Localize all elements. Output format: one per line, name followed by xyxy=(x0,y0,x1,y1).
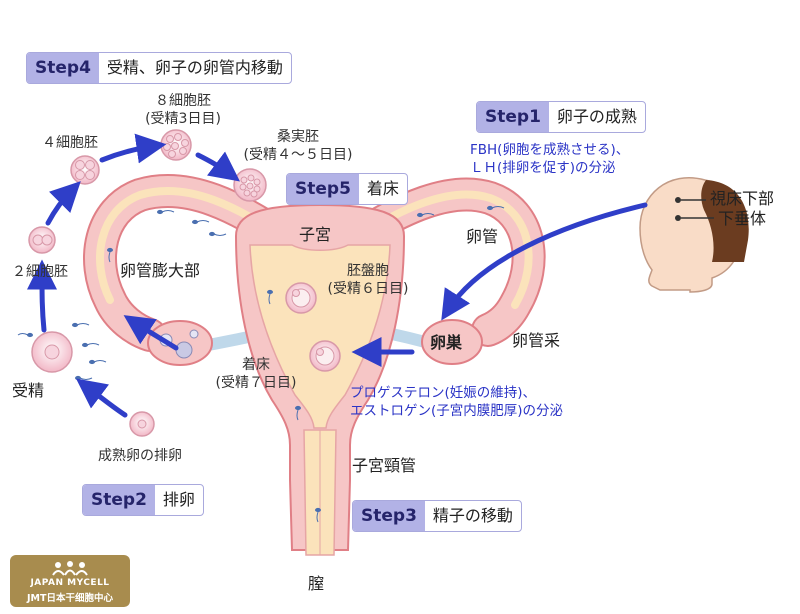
logo-line2: JMT日本干细胞中心 xyxy=(27,593,113,604)
zygote-cell xyxy=(31,331,73,373)
process-arrows xyxy=(27,133,648,418)
fallopian-tube-label: 卵管 xyxy=(466,227,499,246)
implantation-label: 着床(受精７日目) xyxy=(215,357,297,391)
implanted-embryo xyxy=(309,340,341,372)
step4-text: 受精、卵子の卵管内移動 xyxy=(106,58,283,77)
fimbria-label: 卵管采 xyxy=(512,331,561,350)
ovary-label: 卵巣 xyxy=(430,333,463,352)
fertilization-label: 受精 xyxy=(12,381,45,400)
four-cell-label: ４細胞胚 xyxy=(42,135,98,151)
step1-tag: Step1 xyxy=(477,102,549,132)
step4-tag: Step4 xyxy=(27,53,99,83)
uterus xyxy=(234,203,406,556)
step1-box: Step1 卵子の成熟 xyxy=(476,101,646,133)
step1-text: 卵子の成熟 xyxy=(556,107,637,126)
step4-box: Step4 受精、卵子の卵管内移動 xyxy=(26,52,292,84)
jmt-logo: JAPAN MYCELL JMT日本干细胞中心 xyxy=(10,555,130,607)
step2-tag: Step2 xyxy=(83,485,155,515)
step2-text: 排卵 xyxy=(162,490,195,509)
blastocyst-label: 胚盤胞(受精６日目) xyxy=(327,263,409,297)
hormone-ovary-label: プロゲステロン(妊娠の維持)、エストロゲン(子宮内膜肥厚)の分泌 xyxy=(350,385,564,419)
logo-line1: JAPAN MYCELL xyxy=(30,578,110,588)
cervix-label: 子宮頸管 xyxy=(352,456,417,475)
morula-label: 桑実胚(受精４～５日目) xyxy=(243,129,353,163)
blastocyst xyxy=(285,282,317,314)
left-ovary xyxy=(147,320,213,366)
eight-cell-label: ８細胞胚(受精3日目) xyxy=(145,93,221,127)
head-illustration xyxy=(639,177,749,293)
four-cell-embryo xyxy=(70,155,100,185)
step3-tag: Step3 xyxy=(353,501,425,531)
morula-embryo xyxy=(233,168,267,202)
sperm-cells xyxy=(17,205,505,523)
logo-icon xyxy=(52,561,88,576)
hormone-pituitary-label: FBH(卵胞を成熟させる)、ＬＨ(排卵を促す)の分泌 xyxy=(470,142,630,176)
hypothalamus-label: 視床下部 xyxy=(710,189,775,208)
step2-box: Step2 排卵 xyxy=(82,484,204,516)
ampulla-label: 卵管膨大部 xyxy=(120,261,201,280)
step3-box: Step3 精子の移動 xyxy=(352,500,522,532)
step5-tag: Step5 xyxy=(287,174,359,204)
pituitary-label: 下垂体 xyxy=(718,209,767,228)
eight-cell-embryo xyxy=(160,129,192,161)
uterus-label: 子宮 xyxy=(299,225,332,244)
fallopian-tubes xyxy=(83,174,546,352)
step3-text: 精子の移動 xyxy=(432,506,513,525)
step5-box: Step5 着床 xyxy=(286,173,408,205)
ovulation-label: 成熟卵の排卵 xyxy=(98,448,182,464)
vagina-label: 膣 xyxy=(308,574,325,593)
two-cell-label: ２細胞胚 xyxy=(12,264,68,280)
mature-egg xyxy=(129,411,155,437)
step5-text: 着床 xyxy=(366,179,399,198)
two-cell-embryo xyxy=(28,226,56,254)
